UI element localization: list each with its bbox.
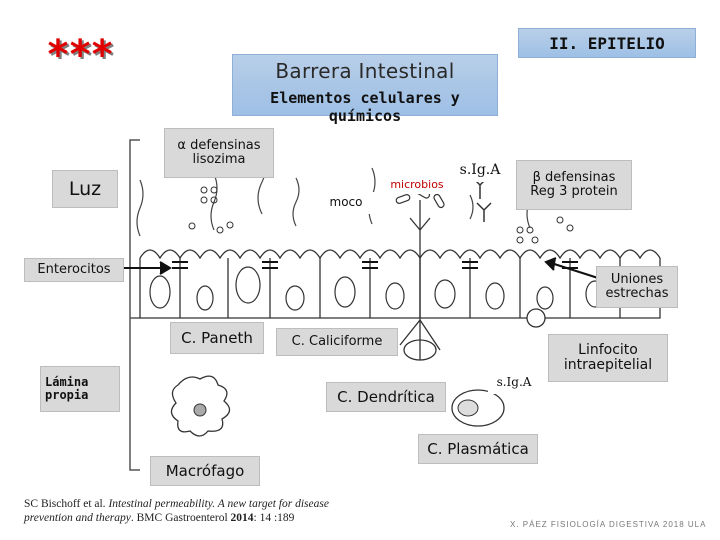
iga-lower-label: s.Ig.A	[488, 372, 540, 394]
citation-authors: SC Bischoff et al.	[24, 498, 109, 510]
macrophage-label: Macrófago	[150, 456, 260, 486]
microbes-label: microbios	[382, 176, 452, 194]
tight-junctions-label: Uniones estrechas	[596, 266, 678, 308]
iga-top-label: s.Ig.A	[452, 160, 508, 182]
antimicrobial-particles	[188, 186, 574, 244]
title-banner: Barrera Intestinal Elementos celulares y…	[232, 54, 498, 125]
epithelial-cell-row	[139, 249, 661, 319]
section-badge: II. EPITELIO	[518, 28, 696, 58]
citation: SC Bischoff et al. Intestinal permeabili…	[24, 497, 364, 526]
goblet-cell-label: C. Caliciforme	[276, 328, 398, 356]
tight-junctions	[172, 261, 578, 269]
macrophage-nucleus	[193, 403, 207, 417]
lamina-propria-label: Lámina propia	[40, 366, 120, 412]
paneth-cell-label: C. Paneth	[170, 322, 264, 354]
author-credit: X. PÁEZ FISIOLOGÍA DIGESTIVA 2018 ULA	[510, 520, 707, 529]
plasma-cell	[451, 381, 509, 427]
lymphocyte-label: Linfocito intraepitelial	[548, 334, 668, 382]
citation-year: 2014	[230, 512, 254, 525]
page-subtitle: Elementos celulares y químicos	[270, 89, 460, 125]
arrows	[124, 257, 599, 279]
stars-mark: ***	[46, 32, 114, 78]
dendritic-cell-label: C. Dendrítica	[326, 382, 446, 412]
mucus-label: moco	[318, 192, 374, 214]
dendritic-cell	[399, 200, 441, 361]
lymphocyte	[526, 308, 546, 328]
citation-pages: : 14 :189	[253, 512, 295, 525]
page-title: Barrera Intestinal	[275, 59, 455, 83]
lumen-label: Luz	[52, 170, 118, 208]
beta-defensins-label: β defensinas Reg 3 protein	[516, 160, 632, 210]
iga-molecules	[471, 176, 492, 222]
enterocytes-label: Enterocitos	[24, 258, 124, 282]
region-bracket	[129, 139, 140, 471]
citation-journal: . BMC Gastroenterol	[130, 512, 231, 525]
plasma-cell-label: C. Plasmática	[418, 434, 538, 464]
alpha-defensins-label: α defensinas lisozima	[164, 128, 274, 178]
citation-title: Intestinal permeability. A new target fo…	[24, 498, 329, 525]
